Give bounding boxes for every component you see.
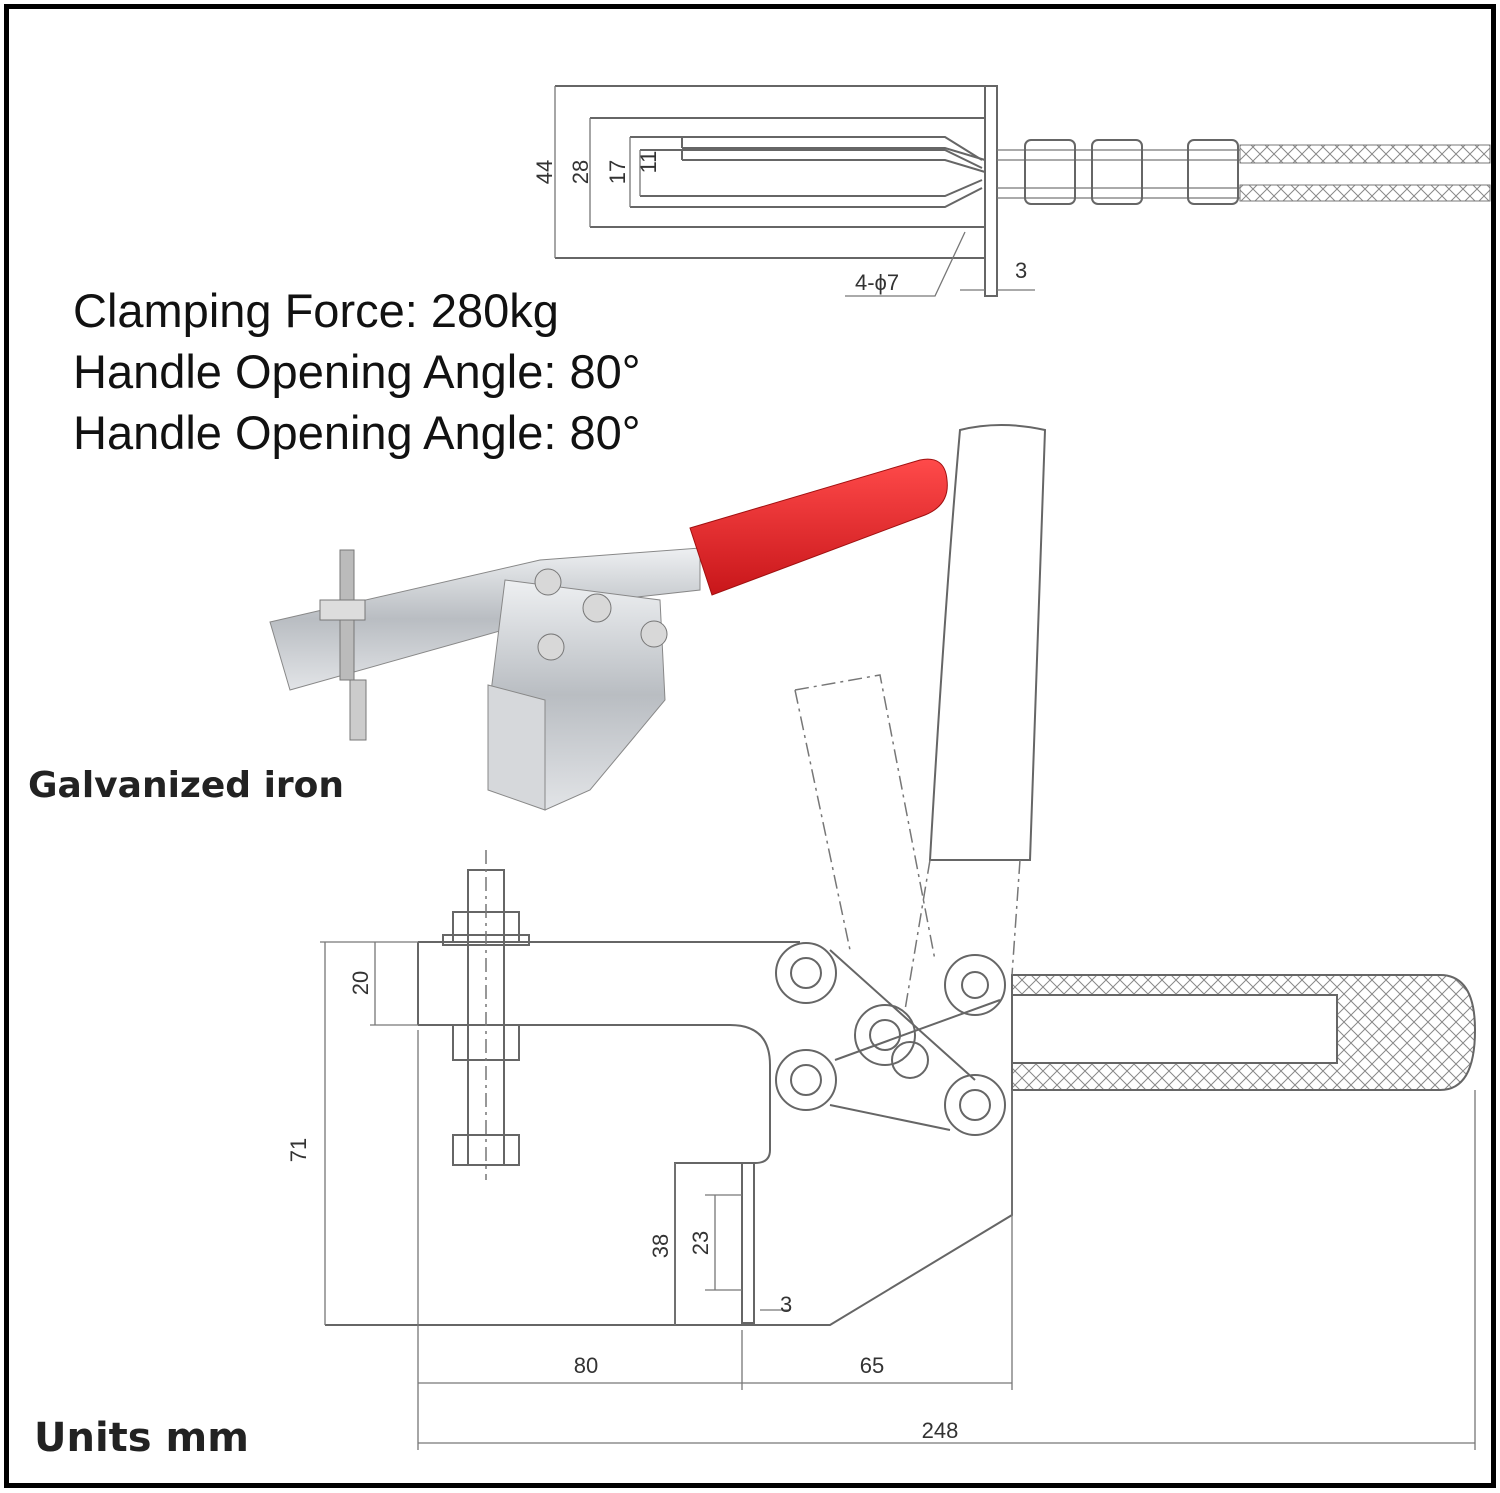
clamping-force-text: Clamping Force: 280kg: [73, 284, 559, 337]
dim-80: 80: [574, 1353, 598, 1378]
dim-71: 71: [286, 1138, 311, 1162]
dim-65: 65: [860, 1353, 884, 1378]
dim-20: 20: [348, 971, 373, 995]
frame-border: [4, 4, 1496, 1488]
dim-44: 44: [532, 160, 557, 184]
dim-248: 248: [922, 1418, 959, 1443]
opening-angle-text: Handle Opening Angle: 80°: [73, 345, 641, 398]
dim-11: 11: [636, 151, 661, 174]
dim-side-3: 3: [780, 1292, 792, 1317]
units-label: Units mm: [34, 1415, 249, 1461]
dim-top-3: 3: [1015, 258, 1027, 283]
dim-holes: 4-ϕ7: [855, 270, 899, 295]
top-view: 44 28 17 11 4-ϕ7 3: [532, 85, 1491, 297]
dim-23: 23: [688, 1231, 713, 1255]
clamp-product-photo: [269, 458, 948, 811]
opening-angle-text-repeat: Handle Opening Angle: 80°: [73, 406, 641, 459]
dim-28: 28: [568, 160, 593, 184]
material-label: Galvanized iron: [28, 765, 345, 806]
dim-17: 17: [605, 160, 630, 184]
dim-38: 38: [648, 1234, 673, 1258]
side-view: 20 71 38 23 3 80 65 248: [286, 424, 1477, 1450]
